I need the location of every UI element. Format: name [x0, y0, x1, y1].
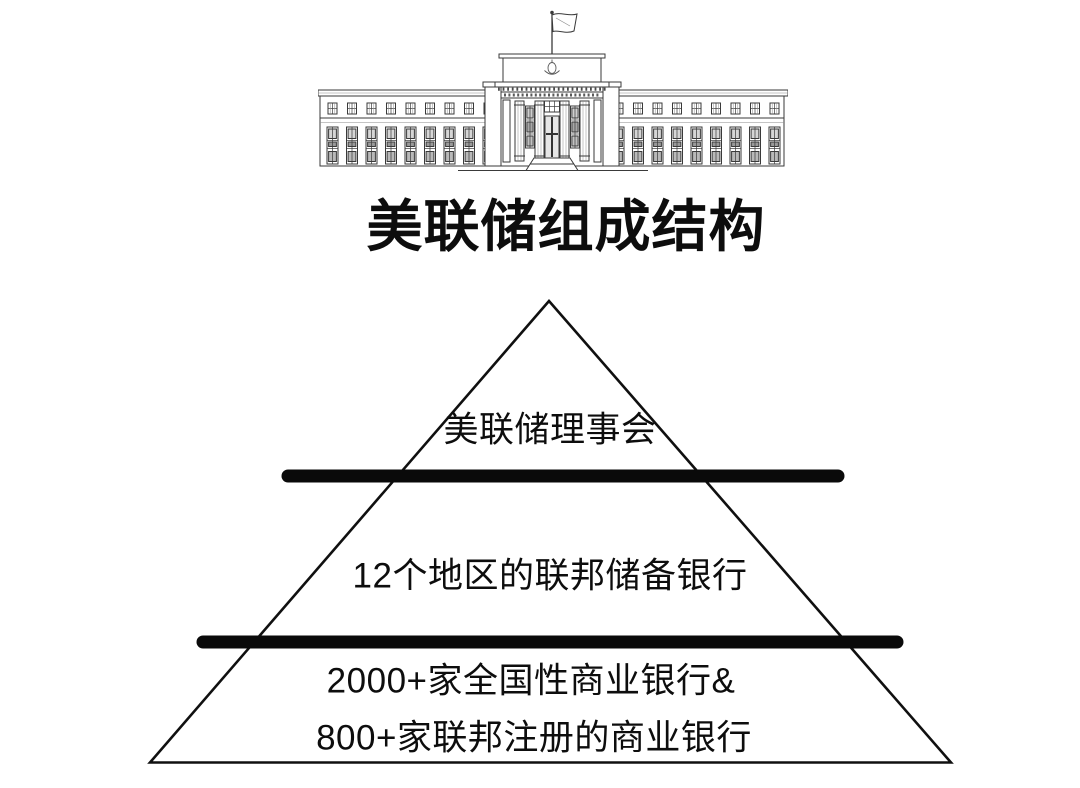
entrance-transom — [544, 100, 560, 113]
page-title: 美联储组成结构 — [366, 195, 766, 258]
building-central-block — [494, 53, 610, 171]
flag-icon — [550, 10, 578, 54]
entrance-steps — [525, 157, 579, 171]
federal-reserve-building-illustration — [318, 10, 788, 171]
tier3-label-line2: 800+家联邦注册的商业银行 — [316, 718, 752, 758]
eagle-emblem — [544, 59, 560, 75]
tier1-label: 美联储理事会 — [443, 410, 657, 450]
building-right-wing — [605, 89, 788, 167]
building-side-blocks — [482, 81, 622, 167]
portico-columns — [514, 100, 590, 162]
pyramid-triangle-outline — [147, 299, 954, 764]
tier2-label: 12个地区的联邦储备银行 — [352, 556, 748, 596]
building-left-wing — [318, 89, 499, 167]
tier3-label-line1: 2000+家全国性商业银行& — [326, 661, 736, 701]
